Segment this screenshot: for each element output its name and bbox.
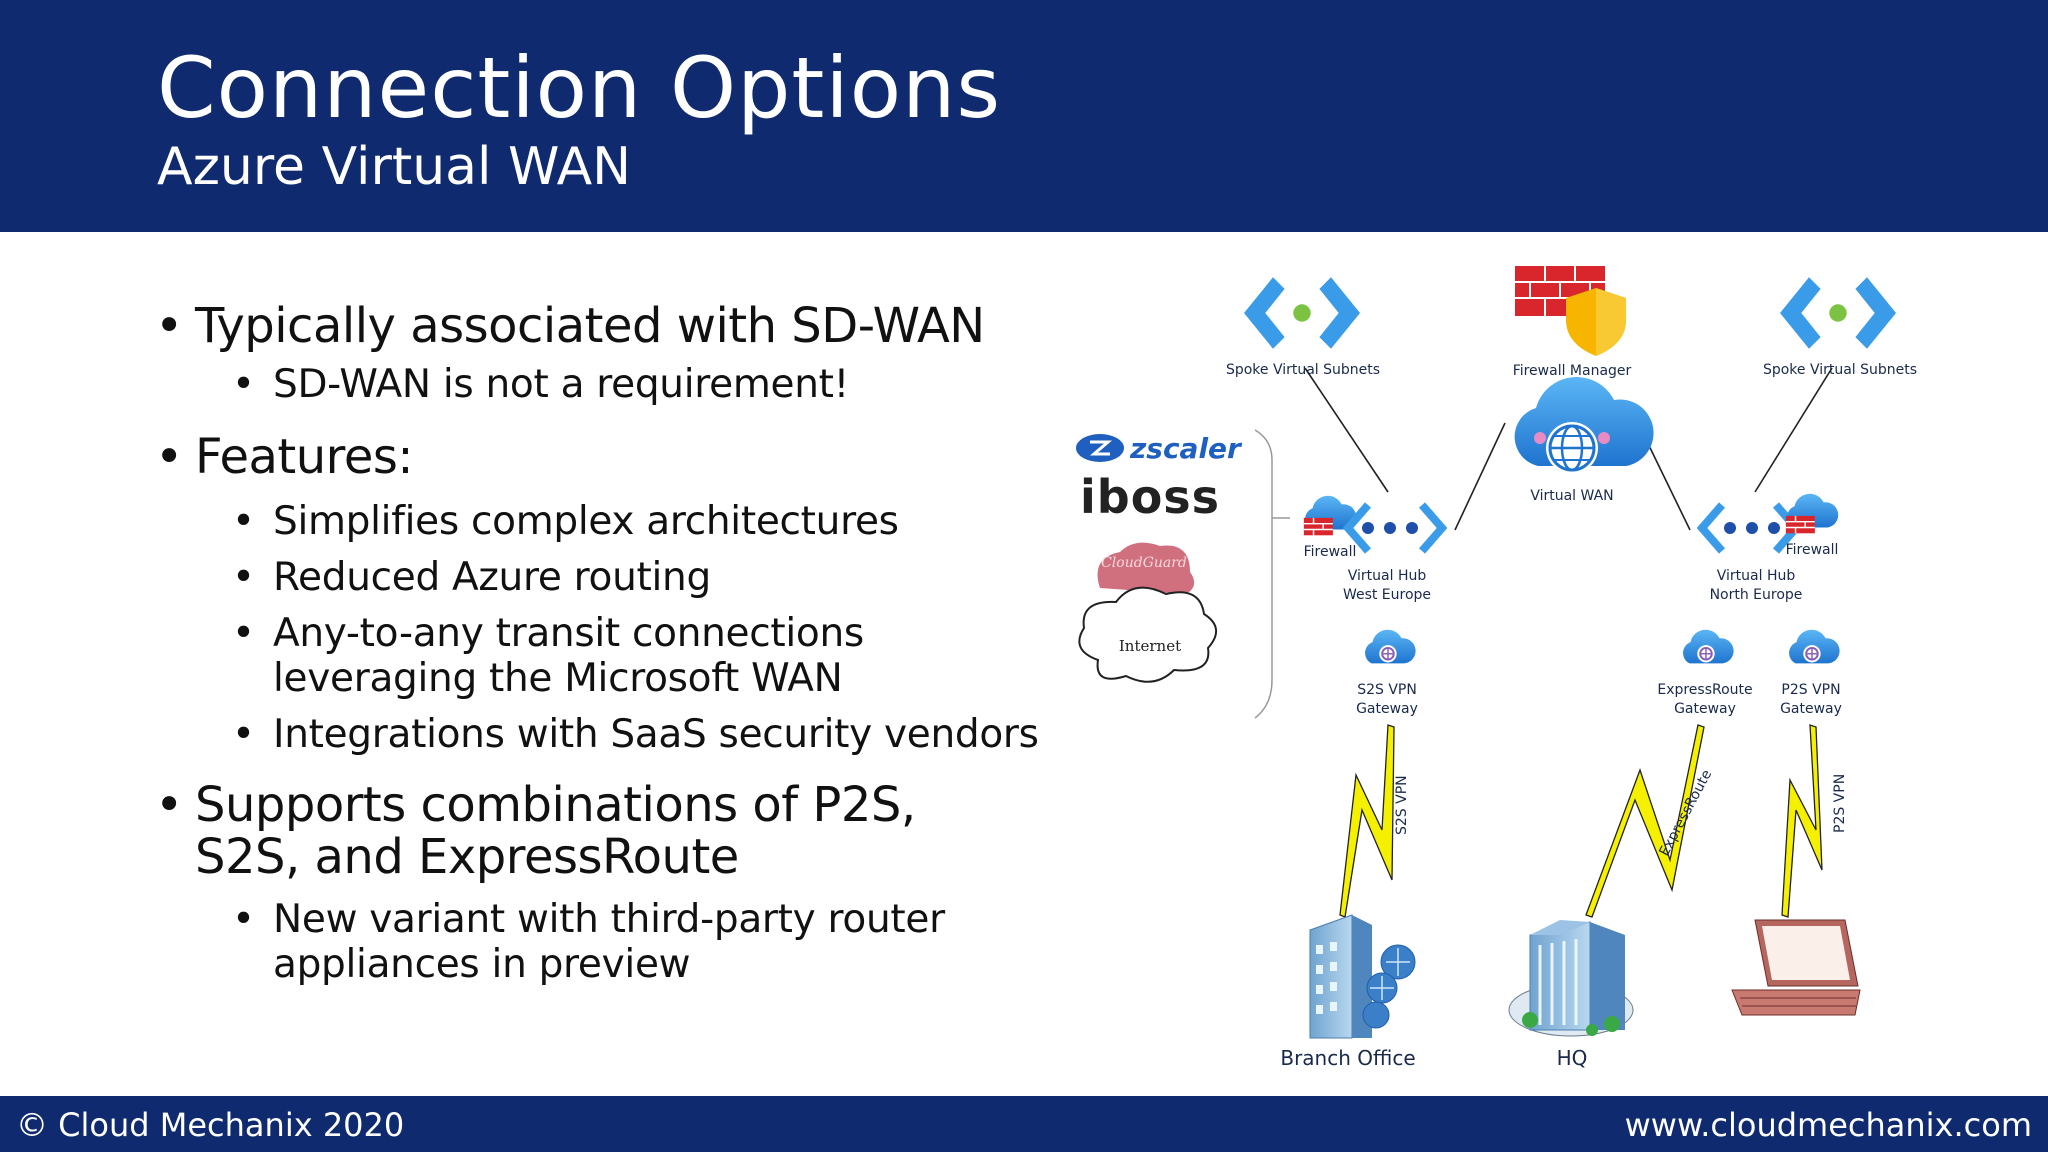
expressroute-lightning <box>1585 724 1705 918</box>
slide-subtitle: Azure Virtual WAN <box>157 137 632 197</box>
virtual-wan-label: Virtual WAN <box>1530 488 1613 504</box>
spoke-subnets-right-icon <box>1780 277 1896 349</box>
branch-office-icon <box>1309 914 1416 1039</box>
s2s-link-label: S2S VPN <box>1394 775 1410 835</box>
s2s-gateway-label-line2: Gateway <box>1356 701 1418 717</box>
internet-cloud-icon <box>1078 586 1217 683</box>
branch-office-label: Branch Office <box>1280 1046 1415 1070</box>
p2s-gateway-label-line2: Gateway <box>1780 701 1842 717</box>
hq-icon <box>1508 920 1634 1037</box>
slide-footer: © Cloud Mechanix 2020 www.cloudmechanix.… <box>0 1096 2048 1152</box>
iboss-wordmark: iboss <box>1080 470 1220 524</box>
s2s-gateway-label-line1: S2S VPN <box>1357 682 1417 698</box>
bullet-list: Typically associated with SD-WAN SD-WAN … <box>150 300 1050 987</box>
s2s-lightning <box>1339 724 1395 918</box>
internet-label: Internet <box>1119 637 1181 655</box>
copyright-text: © Cloud Mechanix 2020 <box>16 1106 405 1144</box>
hub-west-label-line2: West Europe <box>1343 587 1431 603</box>
slide-header: Connection Options Azure Virtual WAN <box>0 0 2048 232</box>
sub-bullet-item: Any-to-any transit connections leveragin… <box>150 611 913 701</box>
expressroute-gateway-icon <box>1682 628 1734 665</box>
cloudguard-wordmark: CloudGuard <box>1101 555 1187 571</box>
p2s-vpn-gateway-icon <box>1788 628 1840 665</box>
p2s-gateway-label-line1: P2S VPN <box>1781 682 1840 698</box>
hub-north-label-line1: Virtual Hub <box>1717 568 1796 584</box>
sub-bullet-item: Simplifies complex architectures <box>150 499 1050 544</box>
zscaler-wordmark: zscaler <box>1129 432 1243 465</box>
s2s-vpn-gateway-icon <box>1364 628 1416 665</box>
laptop-icon <box>1731 919 1861 1016</box>
bullet-item: Supports combinations of P2S, S2S, and E… <box>150 779 1015 883</box>
bullet-item: Features: <box>150 431 1050 483</box>
p2s-lightning <box>1781 724 1823 918</box>
hub-west-icon <box>1342 502 1448 554</box>
firewall-manager-icon <box>1515 266 1626 356</box>
spoke-right-label: Spoke Virtual Subnets <box>1763 362 1917 378</box>
slide-title: Connection Options <box>157 39 1002 137</box>
sub-bullet-item: New variant with third-party router appl… <box>150 897 973 987</box>
sub-bullet-item: SD-WAN is not a requirement! <box>150 362 1050 407</box>
virtual-wan-icon <box>1514 376 1654 474</box>
hq-label: HQ <box>1557 1046 1588 1070</box>
er-gateway-label-line1: ExpressRoute <box>1657 682 1752 698</box>
website-url: www.cloudmechanix.com <box>1624 1106 2032 1144</box>
vendor-bracket <box>1254 429 1273 719</box>
sub-bullet-item: Integrations with SaaS security vendors <box>150 712 1050 757</box>
sub-bullet-item: Reduced Azure routing <box>150 555 1050 600</box>
zscaler-logo <box>1076 434 1124 462</box>
bullet-item: Typically associated with SD-WAN <box>150 300 1050 352</box>
lightning-links <box>1339 724 1823 918</box>
hub-north-icon <box>1696 502 1802 554</box>
p2s-link-label: P2S VPN <box>1832 774 1848 833</box>
firewall-right-label: Firewall <box>1786 542 1839 558</box>
firewall-left-label: Firewall <box>1304 544 1357 560</box>
firewall-right-icon <box>1785 493 1839 535</box>
cloudguard-logo <box>1097 542 1195 594</box>
firewall-manager-label: Firewall Manager <box>1513 363 1632 379</box>
hub-west-label-line1: Virtual Hub <box>1348 568 1427 584</box>
spoke-left-label: Spoke Virtual Subnets <box>1226 362 1380 378</box>
spoke-subnets-left-icon <box>1244 277 1360 349</box>
hub-north-label-line2: North Europe <box>1710 587 1803 603</box>
er-gateway-label-line2: Gateway <box>1674 701 1736 717</box>
